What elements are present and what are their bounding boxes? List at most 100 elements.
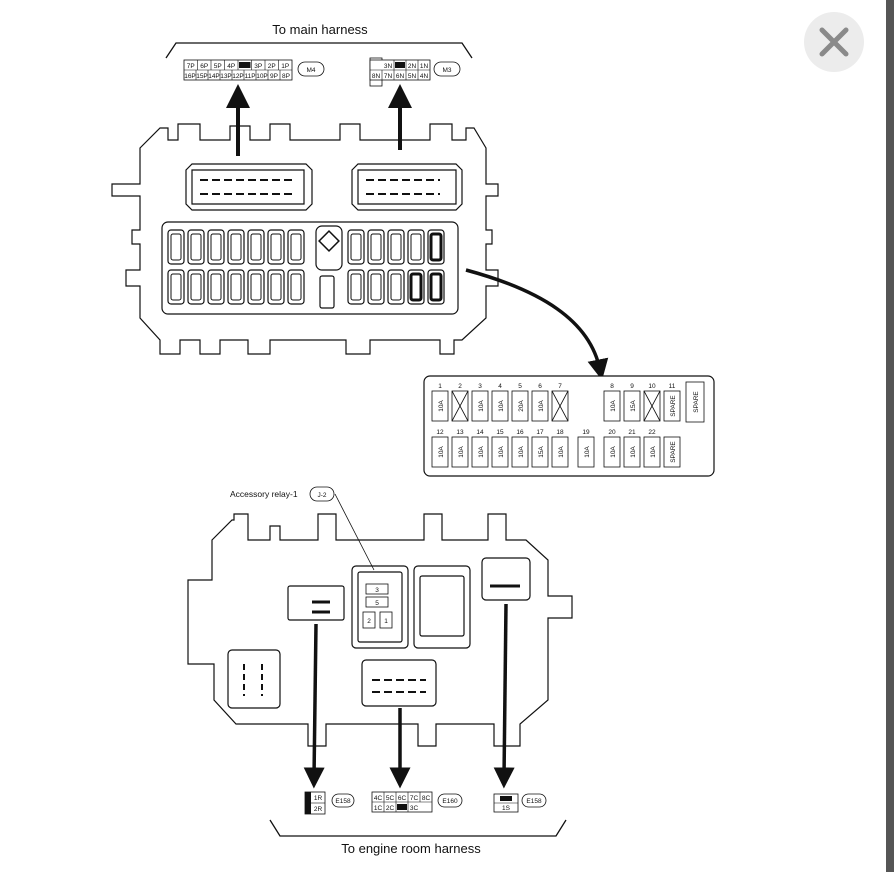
m4-pin: 10P <box>256 73 268 80</box>
center-fuse-mark <box>318 230 340 252</box>
e160-pin: 2C <box>386 805 395 812</box>
m3-pin: 6N <box>396 73 405 80</box>
fuse-slot-inner <box>290 273 302 301</box>
fuse-rating: SPARE <box>670 441 677 463</box>
fuse-empty-mark <box>451 390 469 422</box>
fuse-slot-inner <box>350 273 362 301</box>
fuse-cell <box>511 436 529 468</box>
fuse-slot <box>207 269 225 305</box>
e160-pin: 8C <box>422 795 431 802</box>
fuse-rating: 10A <box>478 400 485 412</box>
fuse-number: 20 <box>608 429 616 436</box>
center-fuse <box>315 225 343 271</box>
relay-pin-5: 5 <box>375 600 379 607</box>
fuse-number: 12 <box>436 429 444 436</box>
fuse-empty-mark <box>551 390 569 422</box>
fuse-number: 13 <box>456 429 464 436</box>
fuse-number: 17 <box>536 429 544 436</box>
e159-tag: E158 <box>526 798 542 805</box>
fuse-slot <box>367 269 385 305</box>
m4-pin: 9P <box>270 73 278 80</box>
relay-pin-1: 1 <box>384 618 388 625</box>
fuse-rating: 10A <box>498 446 505 458</box>
fuse-number: 4 <box>498 383 502 390</box>
fuse-slot <box>227 269 245 305</box>
arrow-to-e159 <box>493 603 515 789</box>
e160-blank <box>397 804 407 810</box>
e160-tag: E160 <box>442 798 458 805</box>
fuse-cell <box>623 390 641 422</box>
fuse-slot <box>167 229 185 265</box>
fuse-cell <box>663 436 681 468</box>
fuse-slot-inner <box>290 233 302 261</box>
fuse-cell <box>663 390 681 422</box>
fuse-rating: 10A <box>630 446 637 458</box>
fuse-empty-mark <box>643 390 661 422</box>
fuse-slot <box>407 229 425 265</box>
fuse-number: 9 <box>630 383 634 390</box>
fuse-number: 14 <box>476 429 484 436</box>
arrow-to-e158 <box>303 623 325 789</box>
fuse-rating: 10A <box>650 446 657 458</box>
m4-pin: 11P <box>244 73 255 80</box>
m3-pin: 2N <box>408 63 417 70</box>
m4-blank <box>239 62 251 68</box>
fuse-slot-inner <box>429 232 443 262</box>
fuse-rating: 10A <box>558 446 565 458</box>
fuse-slot-inner <box>270 233 282 261</box>
fuse-slot-inner <box>409 272 423 302</box>
e158-tag: E158 <box>335 798 351 805</box>
fuse-slot <box>387 269 405 305</box>
relay-pin-2: 2 <box>367 618 371 625</box>
fuse-slot <box>267 229 285 265</box>
relay-pin-3: 3 <box>375 587 379 594</box>
fuse-rating: 10A <box>438 400 445 412</box>
fuse-number: 1 <box>438 383 442 390</box>
fuse-slot <box>367 229 385 265</box>
fuse-number: 11 <box>669 383 676 390</box>
fuse-slot-inner <box>370 273 382 301</box>
close-button[interactable] <box>804 12 864 72</box>
m4-pin: 16P <box>184 73 196 80</box>
fuse-slot-inner <box>190 273 202 301</box>
fuse-number: 22 <box>648 429 656 436</box>
m3-pin: 3N <box>384 63 393 70</box>
m4-pin: 8P <box>282 73 290 80</box>
fuse-slot <box>287 229 305 265</box>
fuse-cell <box>577 436 595 468</box>
fuse-cell <box>471 390 489 422</box>
fuse-number: 5 <box>518 383 522 390</box>
fuse-cell <box>431 390 449 422</box>
m3-blank <box>395 62 405 68</box>
lower-fuse-block <box>187 513 573 747</box>
fuse-rating: 10A <box>498 400 505 412</box>
fuse-slot-inner <box>390 233 402 261</box>
fuse-number: 6 <box>538 383 542 390</box>
top-bracket <box>165 42 473 59</box>
m4-pin: 15P <box>196 73 208 80</box>
fuse-slot-inner <box>170 233 182 261</box>
relay-pins <box>362 583 393 629</box>
m4-pin: 14P <box>208 73 220 80</box>
fuse-cell <box>551 436 569 468</box>
m4-pin: 12P <box>232 73 244 80</box>
fuse-slot-inner <box>270 273 282 301</box>
fuse-cell <box>623 436 641 468</box>
m3-pin: 7N <box>384 73 393 80</box>
fuse-cell <box>603 390 621 422</box>
center-fuse-lower <box>319 275 335 309</box>
fuse-number: 16 <box>516 429 524 436</box>
m4-pin: 13P <box>220 73 232 80</box>
fuse-number: 19 <box>582 429 590 436</box>
m4-pin: 4P <box>227 63 235 70</box>
fuse-slot-inner <box>390 273 402 301</box>
fuse-cell <box>471 436 489 468</box>
m4-pin: 3P <box>254 63 262 70</box>
fuse-slot <box>187 269 205 305</box>
fuse-number: 10 <box>648 383 656 390</box>
e160-pin: 4C <box>374 795 383 802</box>
fuse-rating: 10A <box>538 400 545 412</box>
